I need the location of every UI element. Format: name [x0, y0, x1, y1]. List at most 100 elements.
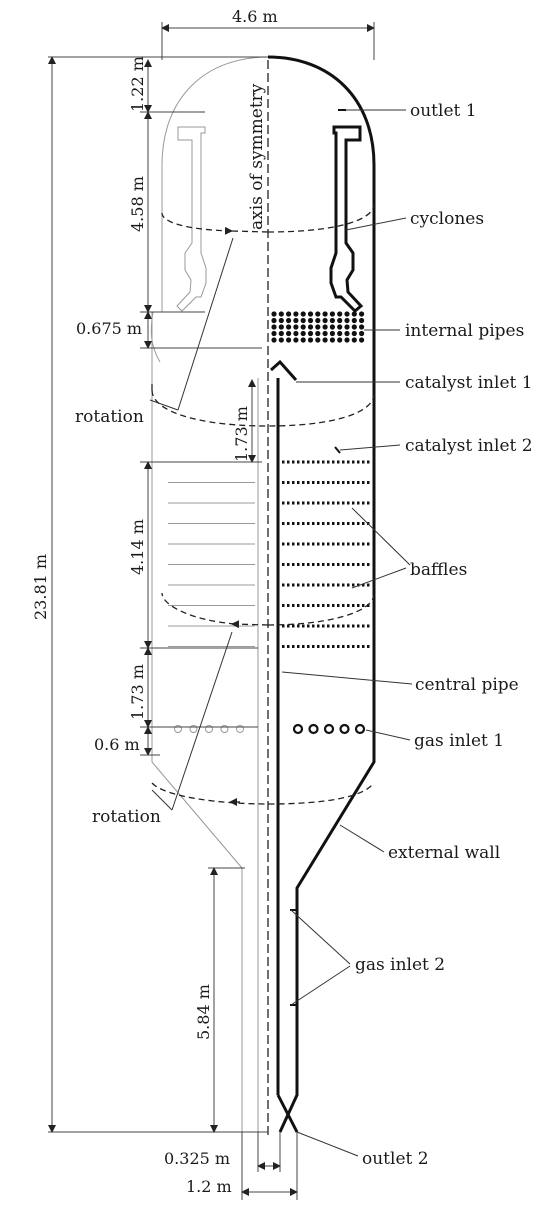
- dim-0-325: 0.325 m: [164, 1149, 230, 1168]
- internal-pipe-dot: [300, 317, 306, 324]
- internal-pipe-dot: [351, 330, 357, 337]
- internal-pipe-dot: [329, 311, 335, 317]
- internal-pipe-dot: [307, 337, 314, 343]
- internal-pipe-dot: [286, 324, 292, 330]
- gas-inlet-circle: [339, 723, 350, 735]
- internal-pipe-dot: [293, 330, 299, 337]
- internal-pipe-dot: [271, 317, 277, 324]
- dimension-lines: [48, 22, 375, 1200]
- dim-1-73-lower: 1.73 m: [128, 664, 147, 720]
- gas-inlet-circle: [354, 723, 366, 735]
- internal-pipe-dot: [315, 317, 321, 324]
- internal-pipe-dot: [293, 311, 299, 317]
- mirror-half: [150, 56, 269, 1132]
- internal-pipe-dot: [271, 324, 277, 330]
- internal-pipe-dot: [351, 324, 357, 330]
- gas-inlet-circle-mirror: [189, 725, 198, 733]
- internal-pipe-dot: [286, 337, 292, 343]
- internal-pipe-dot: [300, 330, 306, 337]
- dim-height-total: 23.81 m: [31, 554, 50, 620]
- internal-pipe-dot: [337, 317, 343, 324]
- internal-pipe-dot: [286, 330, 292, 337]
- internal-pipe-dot: [307, 311, 314, 317]
- internal-pipe-dot: [315, 330, 321, 337]
- label-catalyst-inlet-2: catalyst inlet 2: [405, 436, 533, 456]
- internal-pipe-dot: [271, 311, 277, 317]
- gas-inlet-circle-mirror: [174, 725, 182, 733]
- dim-0-6: 0.6 m: [94, 735, 140, 754]
- gas-inlet-circle-mirror: [205, 725, 213, 733]
- dim-width-total: 4.6 m: [232, 7, 278, 26]
- internal-pipe-dot: [286, 317, 292, 324]
- internal-pipe-dot: [300, 311, 306, 317]
- label-external-wall: external wall: [388, 843, 500, 863]
- dim-1-2: 1.2 m: [186, 1177, 232, 1196]
- internal-pipe-dot: [329, 324, 335, 330]
- internal-pipe-dot: [351, 337, 357, 343]
- gas-inlet-circle: [323, 723, 335, 735]
- rotation-arcs: [151, 204, 375, 806]
- label-baffles: baffles: [410, 560, 467, 580]
- label-central-pipe: central pipe: [415, 675, 519, 695]
- internal-pipe-dot: [351, 311, 357, 317]
- internal-pipe-dot: [329, 330, 335, 337]
- internal-pipe-dot: [315, 337, 321, 343]
- gas-inlet-circle-mirror: [236, 725, 244, 733]
- label-outlet-2: outlet 2: [362, 1149, 429, 1169]
- internal-pipe-dot: [329, 337, 335, 343]
- baffles-right: [282, 460, 370, 648]
- internal-pipe-dot: [271, 330, 277, 337]
- internal-pipe-dot: [293, 324, 299, 330]
- dim-4-58: 4.58 m: [128, 176, 147, 232]
- gas-inlet-circle-mirror: [220, 725, 229, 733]
- internal-pipe-dot: [359, 317, 365, 324]
- internal-pipe-dot: [337, 311, 343, 317]
- internal-pipe-dot: [278, 317, 284, 324]
- internal-pipe-dot: [322, 311, 328, 317]
- internal-pipe-dot: [337, 330, 343, 337]
- gas-inlet-1-circles: [292, 723, 366, 735]
- internal-pipe-dot: [278, 311, 284, 317]
- central-pipe: [276, 378, 299, 1133]
- baffles-left: [168, 461, 255, 647]
- internal-pipe-dot: [300, 324, 306, 330]
- internal-pipe-dot: [344, 317, 350, 324]
- internal-pipe-dot: [278, 324, 284, 330]
- internal-pipe-dot: [293, 337, 299, 343]
- label-catalyst-inlet-1: catalyst inlet 1: [405, 373, 533, 393]
- internal-pipe-dot: [359, 311, 365, 317]
- internal-pipe-dot: [300, 337, 306, 343]
- internal-pipe-dot: [307, 324, 314, 330]
- gas-inlet-circle: [292, 723, 304, 735]
- dim-1-73-upper: 1.73 m: [232, 406, 251, 462]
- catalyst-inlet-1-marker: [270, 359, 298, 381]
- internal-pipe-dot: [322, 337, 328, 343]
- label-internal-pipes: internal pipes: [405, 321, 524, 341]
- internal-pipe-dot: [271, 337, 277, 343]
- label-gas-inlet-1: gas inlet 1: [414, 731, 504, 751]
- internal-pipe-dot: [278, 330, 284, 337]
- internal-pipe-dot: [337, 337, 343, 343]
- internal-pipe-dot: [315, 324, 321, 330]
- internal-pipe-dot: [307, 330, 314, 337]
- dim-5-84: 5.84 m: [194, 984, 213, 1040]
- internal-pipe-dot: [351, 317, 357, 324]
- internal-pipe-dot: [344, 311, 350, 317]
- cyclone-right: [329, 125, 364, 314]
- internal-pipe-dot: [286, 311, 292, 317]
- internal-pipes-grid: [271, 311, 365, 343]
- dim-0-675: 0.675 m: [76, 319, 142, 338]
- internal-pipe-dot: [344, 324, 350, 330]
- internal-pipe-dot: [359, 330, 365, 337]
- label-cyclones: cyclones: [410, 209, 484, 229]
- label-rotation-bottom: rotation: [92, 807, 161, 827]
- internal-pipe-dot: [278, 337, 284, 343]
- dim-1-22: 1.22 m: [128, 56, 147, 112]
- label-outlet-1: outlet 1: [410, 101, 477, 121]
- internal-pipe-dot: [315, 311, 321, 317]
- internal-pipe-dot: [359, 337, 365, 343]
- gas-inlet-1-circles-mirror: [174, 725, 244, 733]
- label-rotation-top: rotation: [75, 407, 144, 427]
- internal-pipe-dot: [293, 317, 299, 324]
